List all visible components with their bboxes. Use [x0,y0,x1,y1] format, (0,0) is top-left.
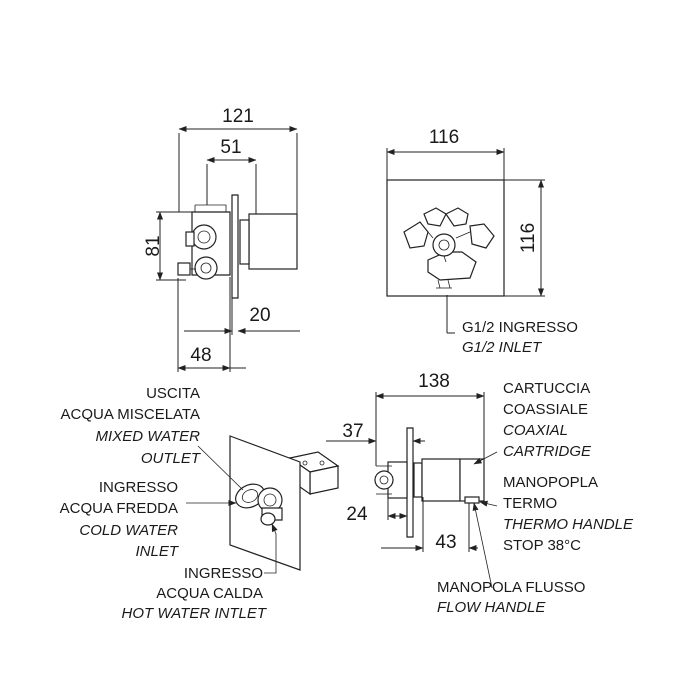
label-cartridge-it1: CARTUCCIA [503,380,590,397]
dim-bottom-length: 138 [418,371,450,392]
dim-side-plate-offset: 20 [249,305,270,326]
label-cold-inlet-en1: COLD WATER [79,522,178,539]
side-view-drawing [177,194,298,299]
label-mixed-outlet-it2: ACQUA MISCELATA [61,406,200,423]
label-cartridge-it2: COASSIALE [503,401,588,418]
dim-side-body: 48 [190,345,211,366]
dim-front-width: 116 [429,127,459,148]
label-hot-inlet-it1: INGRESSO [184,565,263,582]
iso-view-drawing [229,435,340,571]
label-cartridge-en2: CARTRIDGE [503,443,592,460]
label-thermo-handle-en: THERMO HANDLE [503,516,634,533]
label-thermo-stop: STOP 38°C [503,537,581,554]
dim-side-handle: 51 [220,137,241,158]
label-cartridge-en1: COAXIAL [503,422,568,439]
dim-side-width: 121 [222,106,254,127]
label-thermo-handle-it1: MANOPOPLA [503,474,598,491]
dim-bottom-top: 37 [342,421,363,442]
label-hot-inlet-en: HOT WATER INTLET [122,605,268,622]
label-g12-inlet-it: G1/2 INGRESSO [462,319,578,336]
dim-front-height: 116 [518,223,539,253]
side-view: 121 51 81 20 48 [143,106,300,372]
label-hot-inlet-it2: ACQUA CALDA [156,585,263,602]
bottom-view: 138 37 24 43 CARTUCCIA COASSIALE COAXIAL… [326,371,634,616]
dim-side-height: 81 [143,235,164,256]
label-g12-inlet-en: G1/2 INLET [462,339,543,356]
front-view-drawing [386,179,505,297]
label-flow-handle-it: MANOPOLA FLUSSO [437,579,585,596]
label-mixed-outlet-en2: OUTLET [141,450,202,467]
dim-bottom-handle: 43 [435,532,456,553]
label-thermo-handle-it2: TERMO [503,495,557,512]
label-cold-inlet-it1: INGRESSO [99,479,178,496]
bottom-view-drawing [374,427,485,538]
label-cold-inlet-en2: INLET [135,543,179,560]
label-cold-inlet-it2: ACQUA FREDDA [60,500,178,517]
dim-bottom-low: 24 [346,504,368,525]
label-mixed-outlet-it1: USCITA [146,385,200,402]
iso-view: USCITA ACQUA MISCELATA MIXED WATER OUTLE… [60,385,340,622]
label-mixed-outlet-en1: MIXED WATER [96,428,201,445]
label-flow-handle-en: FLOW HANDLE [437,599,546,616]
front-view: 116 116 G1/2 INGRESSO G1/2 INLET [386,127,578,356]
